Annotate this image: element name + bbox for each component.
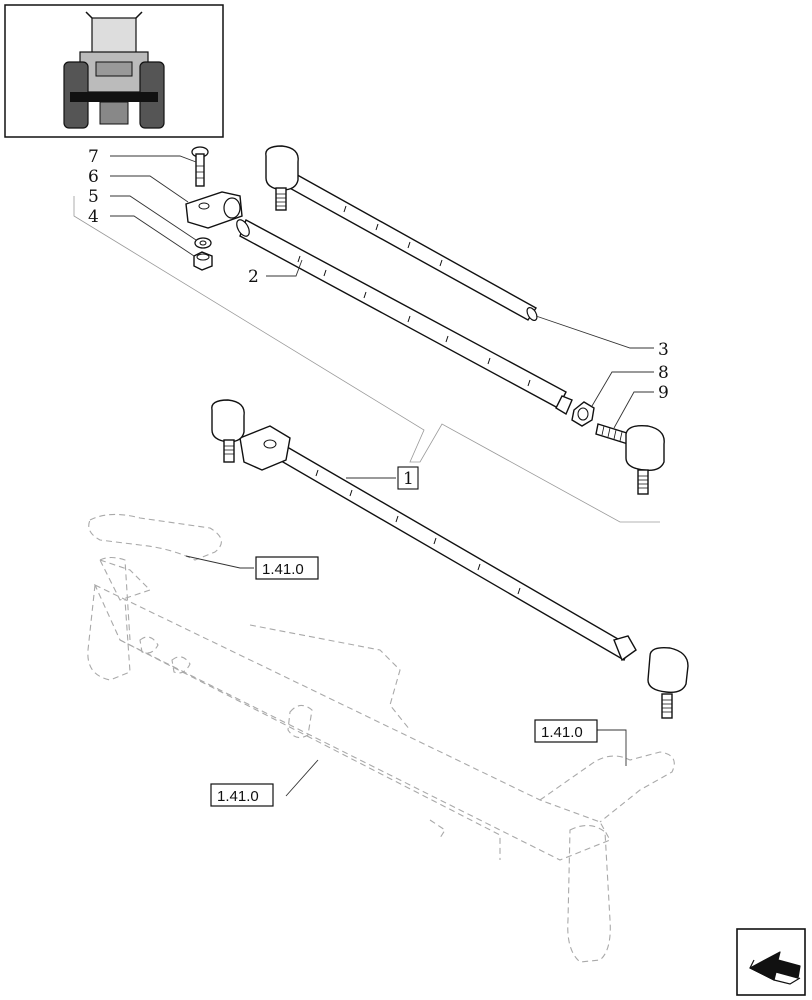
previous-page-button[interactable] [736,928,806,996]
reference-link-lower-left[interactable]: 1.41.0 [210,783,274,807]
reference-label: 1.41.0 [262,561,304,578]
callout-4: 4 [88,207,99,227]
nut-part-8 [571,401,595,427]
tie-rod-tube-upper [285,171,538,321]
callout-1: 1 [403,469,414,489]
previous-page-arrow-icon [749,951,801,985]
washer-part-5 [194,237,212,249]
reference-link-right[interactable]: 1.41.0 [534,719,598,743]
callout-7: 7 [88,147,99,167]
callout-1-box: 1 [397,466,419,490]
tractor-thumbnail-icon [63,11,165,129]
clamp-part-6 [185,191,243,229]
reference-link-upper-left[interactable]: 1.41.0 [255,556,319,580]
leader-lines [73,155,660,797]
callout-6: 6 [88,167,99,187]
bolt-part-7 [191,146,209,187]
reference-label: 1.41.0 [541,724,583,741]
front-axle-outline [87,513,675,963]
callout-8: 8 [658,363,669,383]
callout-5: 5 [88,187,99,207]
callout-2: 2 [248,267,259,287]
callout-3: 3 [658,340,669,360]
ball-joint-upper-left [265,145,299,211]
nut-part-4 [193,251,213,271]
tractor-thumbnail [4,4,224,138]
tie-rod-assembly [211,399,689,719]
ball-joint-part-9 [595,423,665,495]
reference-label: 1.41.0 [217,788,259,805]
tie-rod-tube-middle [236,219,573,416]
callout-9: 9 [658,383,669,403]
